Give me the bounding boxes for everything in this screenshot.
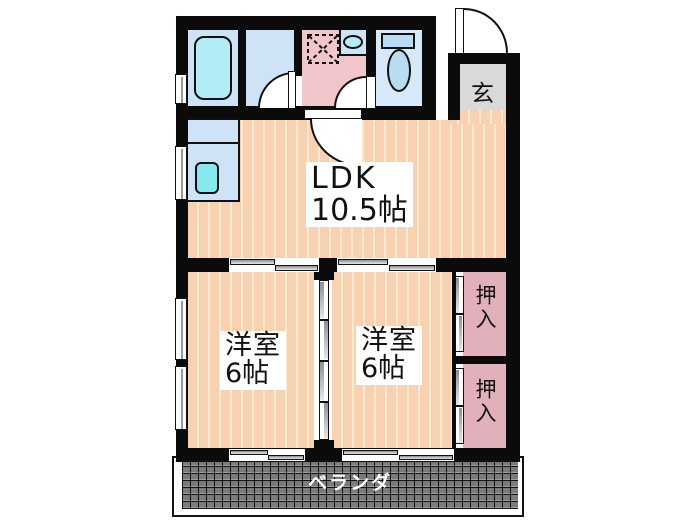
bedroom-left-label: 洋室 6帖 (220, 331, 286, 390)
closet-bottom (463, 364, 506, 448)
washing-machine-pan-icon (307, 34, 339, 64)
sliding-door-ldk-right (337, 258, 436, 272)
door-leaf-dressing (288, 71, 296, 109)
wall-dressing-washroom (294, 30, 302, 76)
veranda-label: ベランダ (307, 472, 392, 494)
toilet-bowl (387, 49, 411, 92)
closet-top (463, 272, 506, 356)
bedroom-right-label: 洋室 6帖 (356, 326, 422, 385)
kitchen-sink (195, 162, 219, 194)
door-leaf-toilet (366, 76, 376, 109)
wall-ldk-bottom-a (176, 258, 229, 272)
wall-bath-dressing (238, 30, 246, 106)
door-arc-entrance (464, 8, 508, 53)
door-leaf-entrance (455, 8, 464, 54)
window-bathroom (175, 74, 187, 104)
window-veranda-left (229, 449, 305, 461)
wall-top (176, 16, 436, 30)
window-veranda-right (342, 449, 454, 461)
window-bedroom-left-b (175, 366, 187, 430)
wall-washroom-toilet (366, 16, 376, 76)
room-entrance (460, 64, 506, 110)
entrance-label: 玄 (471, 81, 494, 107)
sliding-door-ldk-left (229, 258, 319, 272)
wall-ldk-bottom-c (436, 258, 520, 272)
closet-bottom-label: 押入 (473, 378, 497, 426)
wall-closet-middle (452, 356, 520, 364)
bedroom-left-area: 6帖 (225, 358, 270, 390)
sliding-partition-bedrooms (319, 280, 329, 440)
sliding-door-closet-top (455, 276, 464, 352)
window-kitchen (175, 146, 187, 200)
wall-partition-stub-top (314, 272, 334, 280)
wall-entrance-top (448, 53, 520, 64)
wall-toilet-right (422, 16, 436, 120)
bedroom-right-area: 6帖 (361, 353, 406, 385)
ldk-label: LDK 10.5帖 (306, 162, 413, 227)
kitchen-counter-divider (188, 142, 240, 144)
hallway-floor (448, 110, 506, 124)
washbasin-bowl (343, 35, 363, 49)
bedroom-left-name: 洋室 (225, 330, 281, 361)
window-bedroom-left-a (175, 298, 187, 360)
ldk-area: 10.5帖 (311, 192, 408, 228)
veranda-deck: ベランダ (182, 462, 518, 509)
sliding-door-closet-bottom (455, 368, 464, 444)
closet-top-label: 押入 (473, 284, 497, 332)
bathtub (194, 36, 232, 100)
wall-entrance-left (448, 53, 460, 120)
wall-ldk-bottom-b (319, 258, 337, 272)
door-leaf-washroom (304, 109, 362, 119)
wall-partition-stub-bottom (314, 440, 334, 448)
ldk-name: LDK (311, 161, 377, 196)
bedroom-right-name: 洋室 (361, 325, 417, 356)
toilet-tank (381, 33, 415, 49)
